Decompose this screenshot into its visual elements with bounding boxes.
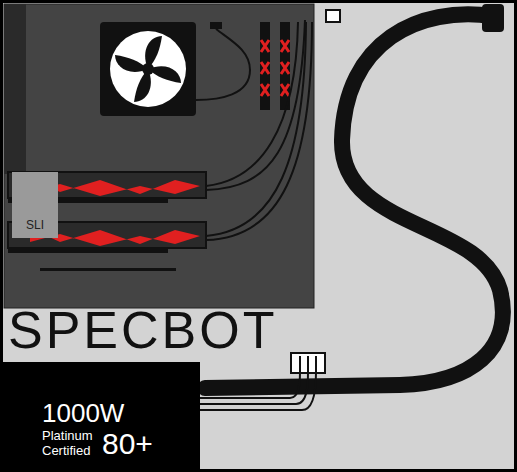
pcie-slot [40, 268, 176, 271]
rating-text: 80+ [102, 428, 153, 460]
ram-sticks [260, 22, 290, 110]
cable-plug [482, 4, 504, 32]
fan-disc [110, 31, 186, 107]
power-cables [206, 20, 312, 240]
psu-wires [200, 372, 316, 410]
certification-text: Platinum Certified [42, 428, 102, 460]
bridge-label: SLI [26, 218, 44, 232]
connector-pins [300, 356, 316, 372]
cert-row: Platinum Certified80+ [42, 428, 192, 460]
sli-bridge: SLI [12, 172, 58, 238]
fan-header [210, 22, 222, 29]
fan-cable [196, 29, 250, 100]
fan-blades [115, 36, 181, 102]
io-shield [4, 4, 26, 174]
cpu-cooler [100, 22, 196, 116]
eps-connector [326, 10, 340, 22]
power-supply: 1000WPlatinum Certified80+ [0, 362, 200, 472]
brand-label: SPECBOT [8, 300, 278, 360]
atx-connector [291, 353, 325, 373]
wattage-text: 1000W [42, 398, 192, 428]
motherboard [4, 4, 314, 308]
